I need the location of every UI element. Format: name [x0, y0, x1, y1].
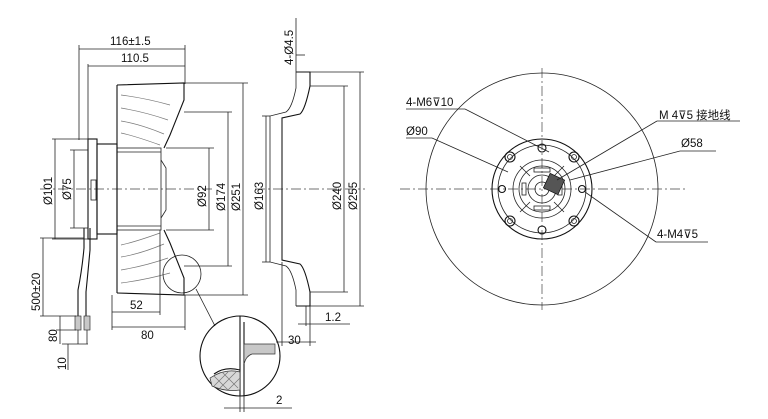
dim-d240: Ø240: [332, 182, 344, 210]
lead-wire-2: [85, 228, 91, 330]
d58-circle: [512, 159, 572, 219]
dim-lead-10: 10: [57, 357, 69, 370]
ring-view: 4-Ø4.5 Ø163 Ø240 Ø255 30 1.2: [254, 18, 365, 347]
detail-marker-circle: [162, 254, 202, 294]
dim-t12: 1.2: [325, 312, 341, 324]
dim-holes: 4-Ø4.5: [284, 30, 296, 65]
side-view: 116±1.5 110.5 Ø101 Ø75 Ø92 Ø174 Ø251 500…: [31, 36, 248, 370]
dim-d75: Ø75: [62, 178, 74, 200]
m4-holes: [497, 143, 587, 235]
dim-lead-length: 500±20: [31, 273, 43, 311]
lead-wire-1: [77, 228, 85, 330]
front-view: 4-M6⊽10 M 4⊽5 接地线 Ø90 Ø58 4-M4⊽5: [400, 68, 740, 310]
detail-view: 2: [199, 315, 292, 412]
dim-d92: Ø92: [197, 185, 209, 207]
label-m6: 4-M6⊽10: [406, 97, 453, 109]
dim-overall-depth: 116±1.5: [110, 36, 151, 48]
impeller-shroud-bottom: [116, 229, 185, 296]
dim-t30: 30: [288, 335, 301, 347]
label-m4-ground: M 4⊽5 接地线: [659, 108, 731, 122]
label-m4: 4-M4⊽5: [657, 229, 698, 241]
outer-circle: [425, 72, 659, 306]
ring-inner: [269, 72, 297, 306]
m6-holes: [504, 151, 580, 227]
dim-w80: 80: [141, 330, 154, 342]
dim-d101: Ø101: [43, 177, 55, 205]
dim-w52: 52: [130, 300, 143, 312]
dim-d174: Ø174: [216, 182, 228, 211]
wire-sleeve-2: [83, 315, 91, 331]
blades-bottom: [120, 232, 171, 284]
dim-detail-gap: 2: [276, 395, 282, 407]
terminal-box: [90, 179, 97, 201]
detail-section: [243, 343, 276, 365]
motor-circle: [491, 138, 593, 240]
hub-ribs: [519, 165, 565, 213]
dim-d251: Ø251: [231, 183, 243, 211]
dim-d255: Ø255: [348, 182, 360, 210]
label-d58: Ø58: [681, 138, 703, 150]
rotor-cap: [160, 159, 167, 219]
wire-sleeve-1: [74, 315, 82, 331]
label-d90: Ø90: [406, 126, 428, 138]
dim-lead-80: 80: [48, 329, 60, 342]
blades-top: [120, 94, 171, 146]
impeller-shroud-top: [116, 82, 185, 149]
dim-d163: Ø163: [254, 182, 266, 210]
dim-body-depth: 110.5: [121, 53, 149, 65]
